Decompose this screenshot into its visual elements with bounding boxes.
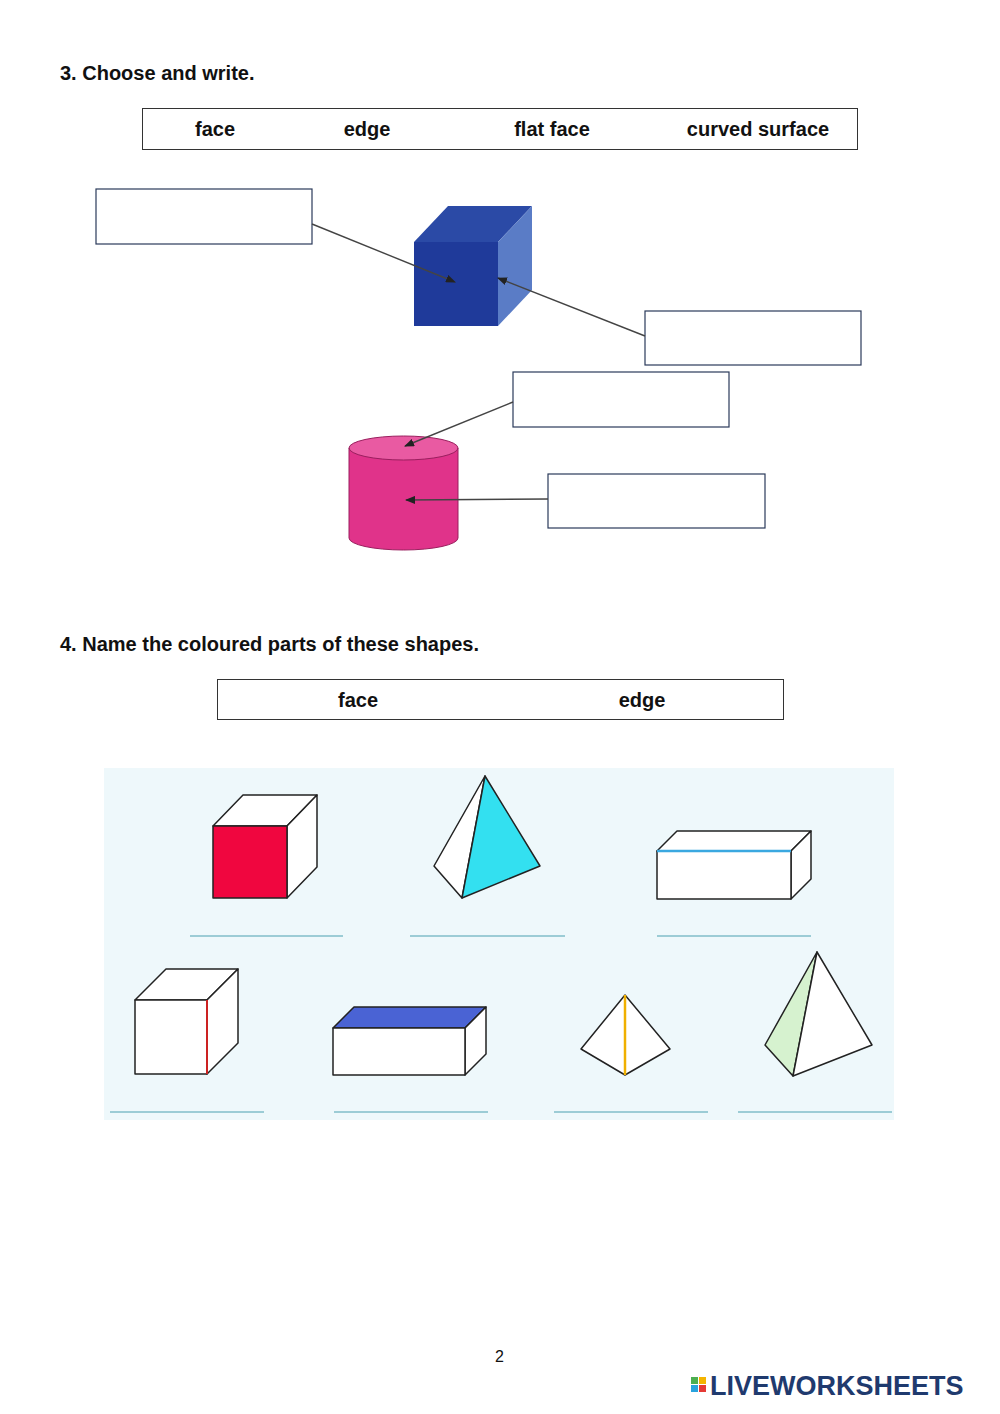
word-choice: flat face: [514, 117, 590, 141]
page-number: 2: [495, 1348, 504, 1366]
word-choice: curved surface: [687, 117, 829, 141]
word-choice: edge: [344, 117, 391, 141]
word-choice: face: [338, 688, 378, 712]
exercise-heading: 3. Choose and write.: [60, 62, 254, 85]
word-bank-box: face edge: [217, 679, 784, 720]
exercise-heading: 4. Name the coloured parts of these shap…: [60, 633, 479, 656]
logo-text: LIVEWORKSHEETS: [710, 1371, 964, 1402]
word-choice: face: [195, 117, 235, 141]
word-bank-box: face edge flat face curved surface: [142, 108, 858, 150]
word-choice: edge: [619, 688, 666, 712]
